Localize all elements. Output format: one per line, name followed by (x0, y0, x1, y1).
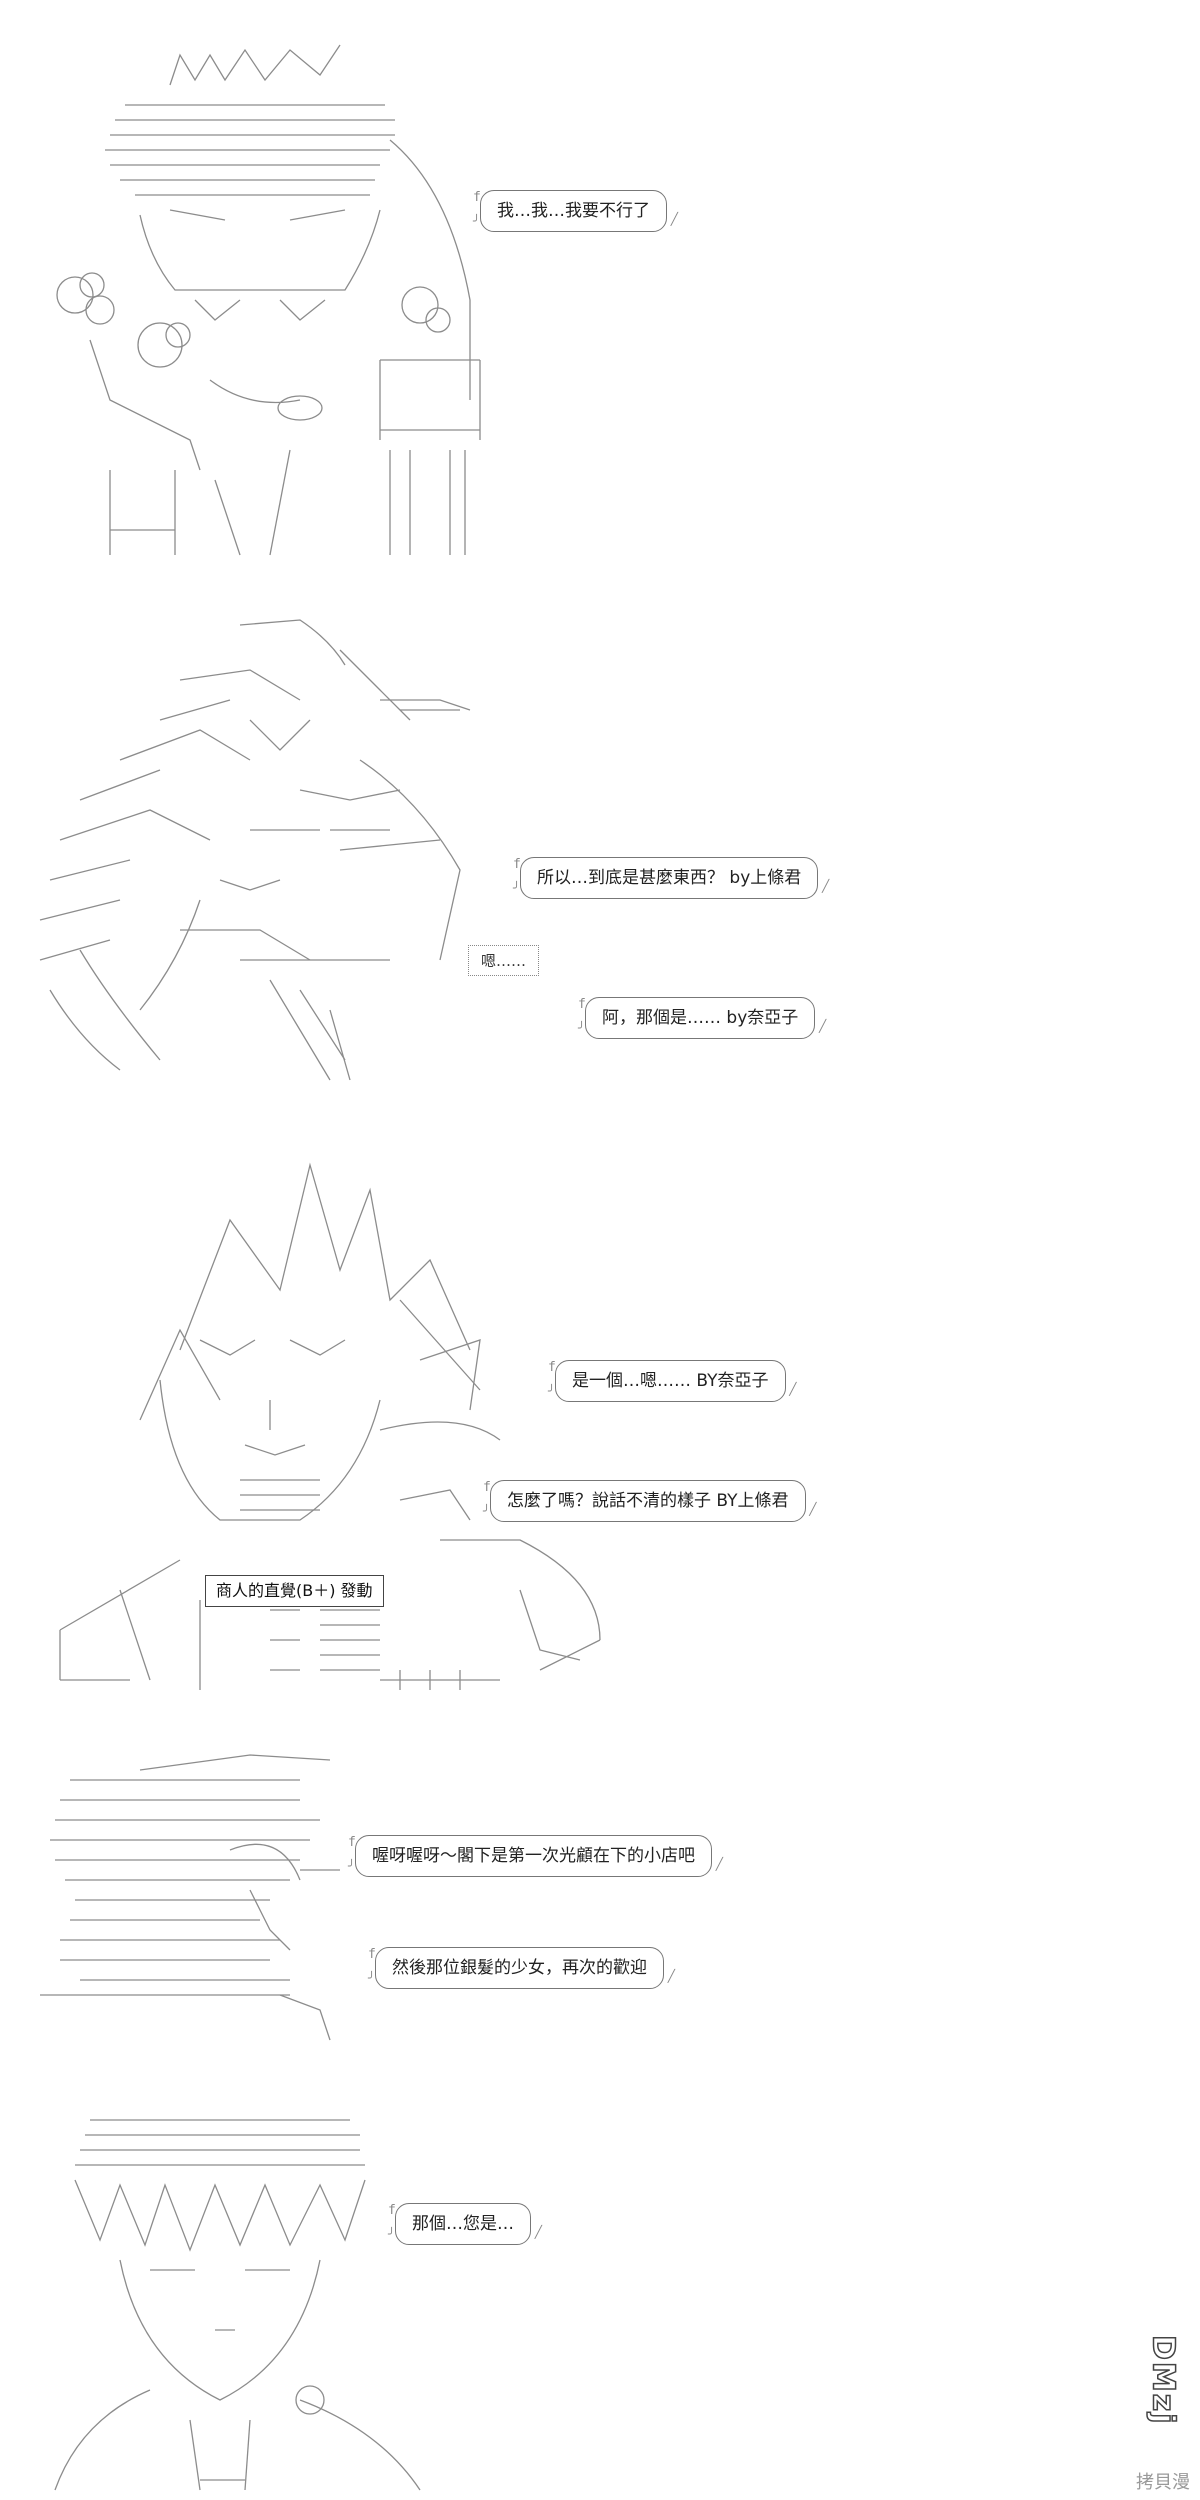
skill-activation-box: 商人的直覺(B＋) 發動 (205, 1575, 384, 1607)
speech-bubble: 喔呀喔呀～閣下是第一次光顧在下的小店吧 ╱ (348, 1823, 723, 1886)
speech-bubble: 是一個…嗯…… BY奈亞子 ╱ (548, 1348, 797, 1411)
speech-bubble: 我…我…我要不行了 ╱ (473, 178, 678, 241)
speech-bubble: 然後那位銀髮的少女，再次的歡迎 ╱ (368, 1935, 675, 1998)
speech-text: 那個…您是… (412, 2214, 514, 2234)
speech-text: 喔呀喔呀～閣下是第一次光顧在下的小店吧 (372, 1846, 695, 1866)
speech-text: 怎麼了嗎？說話不清的樣子 BY上條君 (507, 1491, 789, 1511)
aside-text: 嗯…… (481, 952, 527, 970)
skill-text: 商人的直覺(B＋) 發動 (216, 1581, 373, 1600)
speech-bubble: 阿，那個是…… by奈亞子 ╱ (578, 985, 826, 1048)
panel-1-art (56, 44, 481, 556)
logo-text: DMzj (1145, 2334, 1182, 2426)
watermark: 拷貝漫 (1136, 2468, 1190, 2494)
speech-text: 所以…到底是甚麼東西？ by上條君 (537, 868, 802, 888)
panel-4-art (40, 1754, 340, 2041)
aside-text-box: 嗯…… (468, 945, 540, 976)
speech-text: 阿，那個是…… by奈亞子 (602, 1008, 799, 1028)
panel-3-art (59, 1162, 601, 1690)
bubble-tail-icon: ╱ (667, 1969, 675, 1983)
speech-bubble: 怎麼了嗎？說話不清的樣子 BY上條君 ╱ (483, 1468, 817, 1531)
speech-bubble: 那個…您是… ╱ (388, 2191, 542, 2254)
bubble-tail-icon: ╱ (715, 1857, 723, 1871)
bubble-tail-icon: ╱ (789, 1382, 797, 1396)
site-logo: DMzj (1142, 2320, 1184, 2440)
speech-text: 我…我…我要不行了 (497, 201, 650, 221)
bubble-tail-icon: ╱ (534, 2225, 542, 2239)
watermark-text: 拷貝漫 (1136, 2472, 1190, 2493)
bubble-tail-icon: ╱ (670, 212, 678, 226)
panel-2-art (39, 619, 471, 1081)
bubble-tail-icon: ╱ (819, 1019, 827, 1033)
bubble-tail-icon: ╱ (809, 1502, 817, 1516)
bubble-tail-icon: ╱ (822, 879, 830, 893)
speech-bubble: 所以…到底是甚麼東西？ by上條君 ╱ (513, 845, 829, 908)
speech-text: 然後那位銀髮的少女，再次的歡迎 (392, 1958, 647, 1978)
speech-text: 是一個…嗯…… BY奈亞子 (572, 1371, 769, 1391)
